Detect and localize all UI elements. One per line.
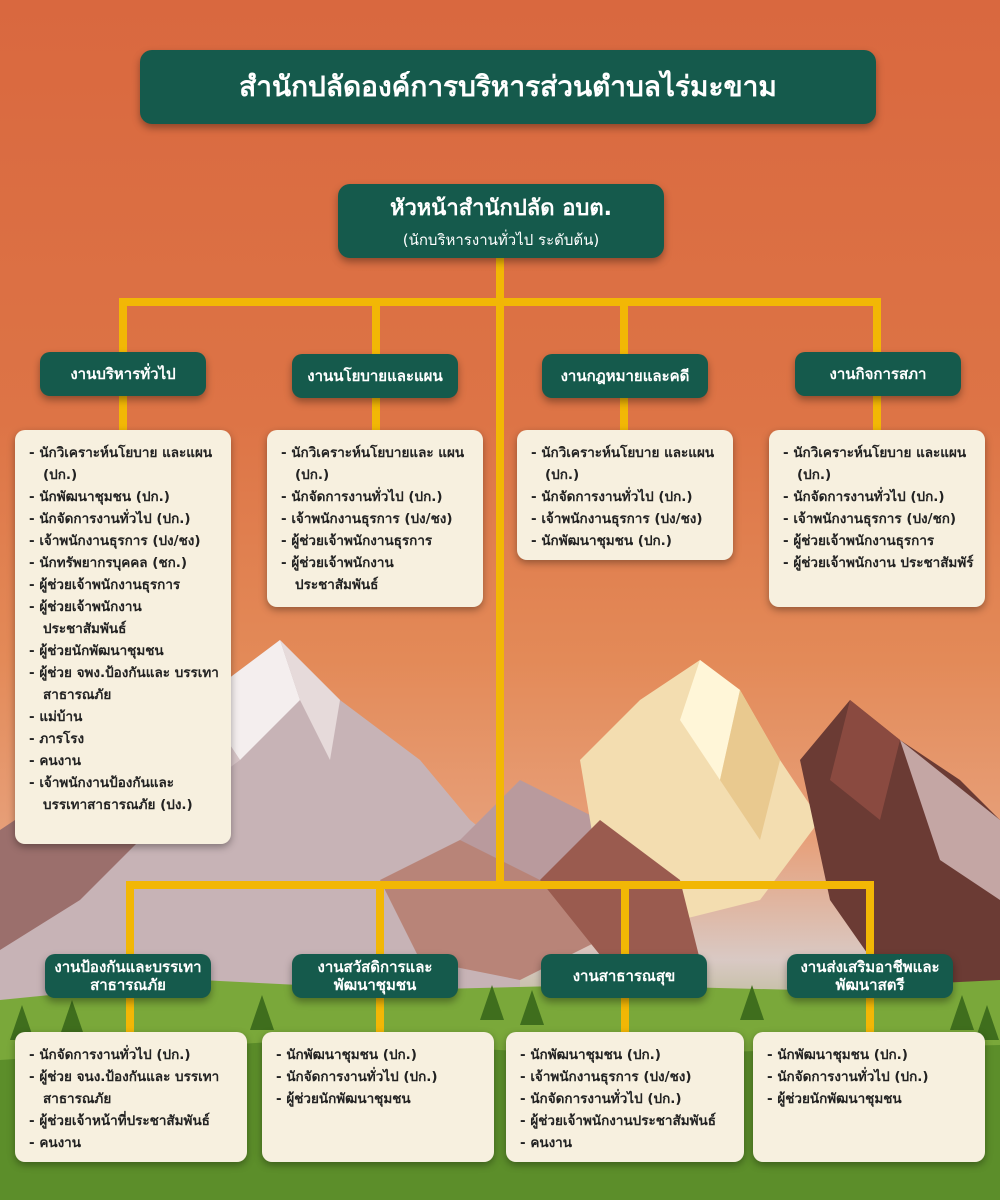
dept-welfare: งานสวัสดิการและ พัฒนาชุมชน (292, 954, 458, 998)
staff-item: เจ้าพนักงานธุรการ (ปง/ชง) (520, 1066, 734, 1088)
staff-item: เจ้าพนักงานธุรการ (ปง/ชก) (783, 508, 975, 530)
staff-item: นักพัฒนาชุมชน (ปก.) (531, 530, 723, 552)
staff-list: นักจัดการงานทั่วไป (ปก.)ผู้ช่วย จนง.ป้อง… (29, 1044, 237, 1154)
card-council: นักวิเคราะห์นโยบาย และแผน (ปก.)นักจัดการ… (769, 430, 985, 607)
staff-item: ผู้ช่วยเจ้าพนักงาน ประชาสัมพันธ์ (281, 552, 473, 596)
dept-public-health: งานสาธารณสุข (541, 954, 707, 998)
staff-list: นักวิเคราะห์นโยบาย และแผน (ปก.)นักจัดการ… (783, 442, 975, 574)
dept-council: งานกิจการสภา (795, 352, 961, 396)
dept-career-women: งานส่งเสริมอาชีพและ พัฒนาสตรี (787, 954, 953, 998)
staff-list: นักวิเคราะห์นโยบายและ แผน (ปก.)นักจัดการ… (281, 442, 473, 596)
dept-policy-plan: งานนโยบายและแผน (292, 354, 458, 398)
staff-item: เจ้าพนักงานธุรการ (ปง/ชง) (29, 530, 221, 552)
head-subtitle: (นักบริหารงานทั่วไป ระดับต้น) (402, 231, 600, 249)
dept-legal: งานกฎหมายและคดี (542, 354, 708, 398)
staff-item: คนงาน (29, 1132, 237, 1154)
staff-item: ผู้ช่วยเจ้าพนักงานธุรการ (783, 530, 975, 552)
staff-item: ผู้ช่วยเจ้าพนักงาน ประชาสัมพัร์ (783, 552, 975, 574)
staff-item: นักวิเคราะห์นโยบาย และแผน (ปก.) (783, 442, 975, 486)
staff-item: คนงาน (29, 750, 221, 772)
card-career-women: นักพัฒนาชุมชน (ปก.)นักจัดการงานทั่วไป (ป… (753, 1032, 985, 1162)
staff-item: นักพัฒนาชุมชน (ปก.) (29, 486, 221, 508)
dept-disaster-prevention: งานป้องกันและบรรเทา สาธารณภัย (45, 954, 211, 998)
card-policy-plan: นักวิเคราะห์นโยบายและ แผน (ปก.)นักจัดการ… (267, 430, 483, 607)
staff-item: ผู้ช่วยเจ้าพนักงานประชาสัมพันธ์ (520, 1110, 734, 1132)
page-title: สำนักปลัดองค์การบริหารส่วนตำบลไร่มะขาม (140, 50, 876, 124)
staff-item: ผู้ช่วย จนง.ป้องกันและ บรรเทาสาธารณภัย (29, 1066, 237, 1110)
staff-item: นักวิเคราะห์นโยบาย และแผน (ปก.) (29, 442, 221, 486)
staff-item: ผู้ช่วยนักพัฒนาชุมชน (29, 640, 221, 662)
head-title: หัวหน้าสำนักปลัด อบต. (389, 196, 613, 221)
staff-item: ผู้ช่วยเจ้าพนักงาน ประชาสัมพันธ์ (29, 596, 221, 640)
staff-item: เจ้าพนักงานธุรการ (ปง/ชง) (531, 508, 723, 530)
staff-list: นักพัฒนาชุมชน (ปก.)เจ้าพนักงานธุรการ (ปง… (520, 1044, 734, 1154)
staff-list: นักวิเคราะห์นโยบาย และแผน (ปก.)นักจัดการ… (531, 442, 723, 552)
staff-item: ผู้ช่วยเจ้าพนักงานธุรการ (29, 574, 221, 596)
card-general-admin: นักวิเคราะห์นโยบาย และแผน (ปก.)นักพัฒนาช… (15, 430, 231, 844)
staff-list: นักพัฒนาชุมชน (ปก.)นักจัดการงานทั่วไป (ป… (767, 1044, 975, 1110)
staff-item: นักพัฒนาชุมชน (ปก.) (767, 1044, 975, 1066)
card-disaster-prevention: นักจัดการงานทั่วไป (ปก.)ผู้ช่วย จนง.ป้อง… (15, 1032, 247, 1162)
staff-item: ผู้ช่วยนักพัฒนาชุมชน (276, 1088, 484, 1110)
staff-item: นักวิเคราะห์นโยบายและ แผน (ปก.) (281, 442, 473, 486)
staff-item: นักทรัพยากรบุคคล (ชก.) (29, 552, 221, 574)
staff-item: นักพัฒนาชุมชน (ปก.) (276, 1044, 484, 1066)
staff-item: ผู้ช่วยนักพัฒนาชุมชน (767, 1088, 975, 1110)
staff-item: ผู้ช่วยเจ้าหน้าที่ประชาสัมพันธ์ (29, 1110, 237, 1132)
staff-item: ภารโรง (29, 728, 221, 750)
staff-item: นักพัฒนาชุมชน (ปก.) (520, 1044, 734, 1066)
staff-item: นักจัดการงานทั่วไป (ปก.) (531, 486, 723, 508)
staff-item: ผู้ช่วยเจ้าพนักงานธุรการ (281, 530, 473, 552)
staff-item: นักจัดการงานทั่วไป (ปก.) (767, 1066, 975, 1088)
staff-item: นักจัดการงานทั่วไป (ปก.) (29, 508, 221, 530)
staff-item: นักจัดการงานทั่วไป (ปก.) (276, 1066, 484, 1088)
staff-list: นักพัฒนาชุมชน (ปก.)นักจัดการงานทั่วไป (ป… (276, 1044, 484, 1110)
staff-list: นักวิเคราะห์นโยบาย และแผน (ปก.)นักพัฒนาช… (29, 442, 221, 816)
staff-item: นักจัดการงานทั่วไป (ปก.) (783, 486, 975, 508)
head-of-office-box: หัวหน้าสำนักปลัด อบต. (นักบริหารงานทั่วไ… (338, 184, 664, 258)
staff-item: เจ้าพนักงานป้องกันและ บรรเทาสาธารณภัย (ป… (29, 772, 221, 816)
staff-item: เจ้าพนักงานธุรการ (ปง/ชง) (281, 508, 473, 530)
staff-item: แม่บ้าน (29, 706, 221, 728)
staff-item: ผู้ช่วย จพง.ป้องกันและ บรรเทาสาธารณภัย (29, 662, 221, 706)
card-legal: นักวิเคราะห์นโยบาย และแผน (ปก.)นักจัดการ… (517, 430, 733, 560)
staff-item: นักจัดการงานทั่วไป (ปก.) (29, 1044, 237, 1066)
staff-item: นักจัดการงานทั่วไป (ปก.) (520, 1088, 734, 1110)
staff-item: นักวิเคราะห์นโยบาย และแผน (ปก.) (531, 442, 723, 486)
card-welfare: นักพัฒนาชุมชน (ปก.)นักจัดการงานทั่วไป (ป… (262, 1032, 494, 1162)
staff-item: นักจัดการงานทั่วไป (ปก.) (281, 486, 473, 508)
card-public-health: นักพัฒนาชุมชน (ปก.)เจ้าพนักงานธุรการ (ปง… (506, 1032, 744, 1162)
dept-general-admin: งานบริหารทั่วไป (40, 352, 206, 396)
staff-item: คนงาน (520, 1132, 734, 1154)
